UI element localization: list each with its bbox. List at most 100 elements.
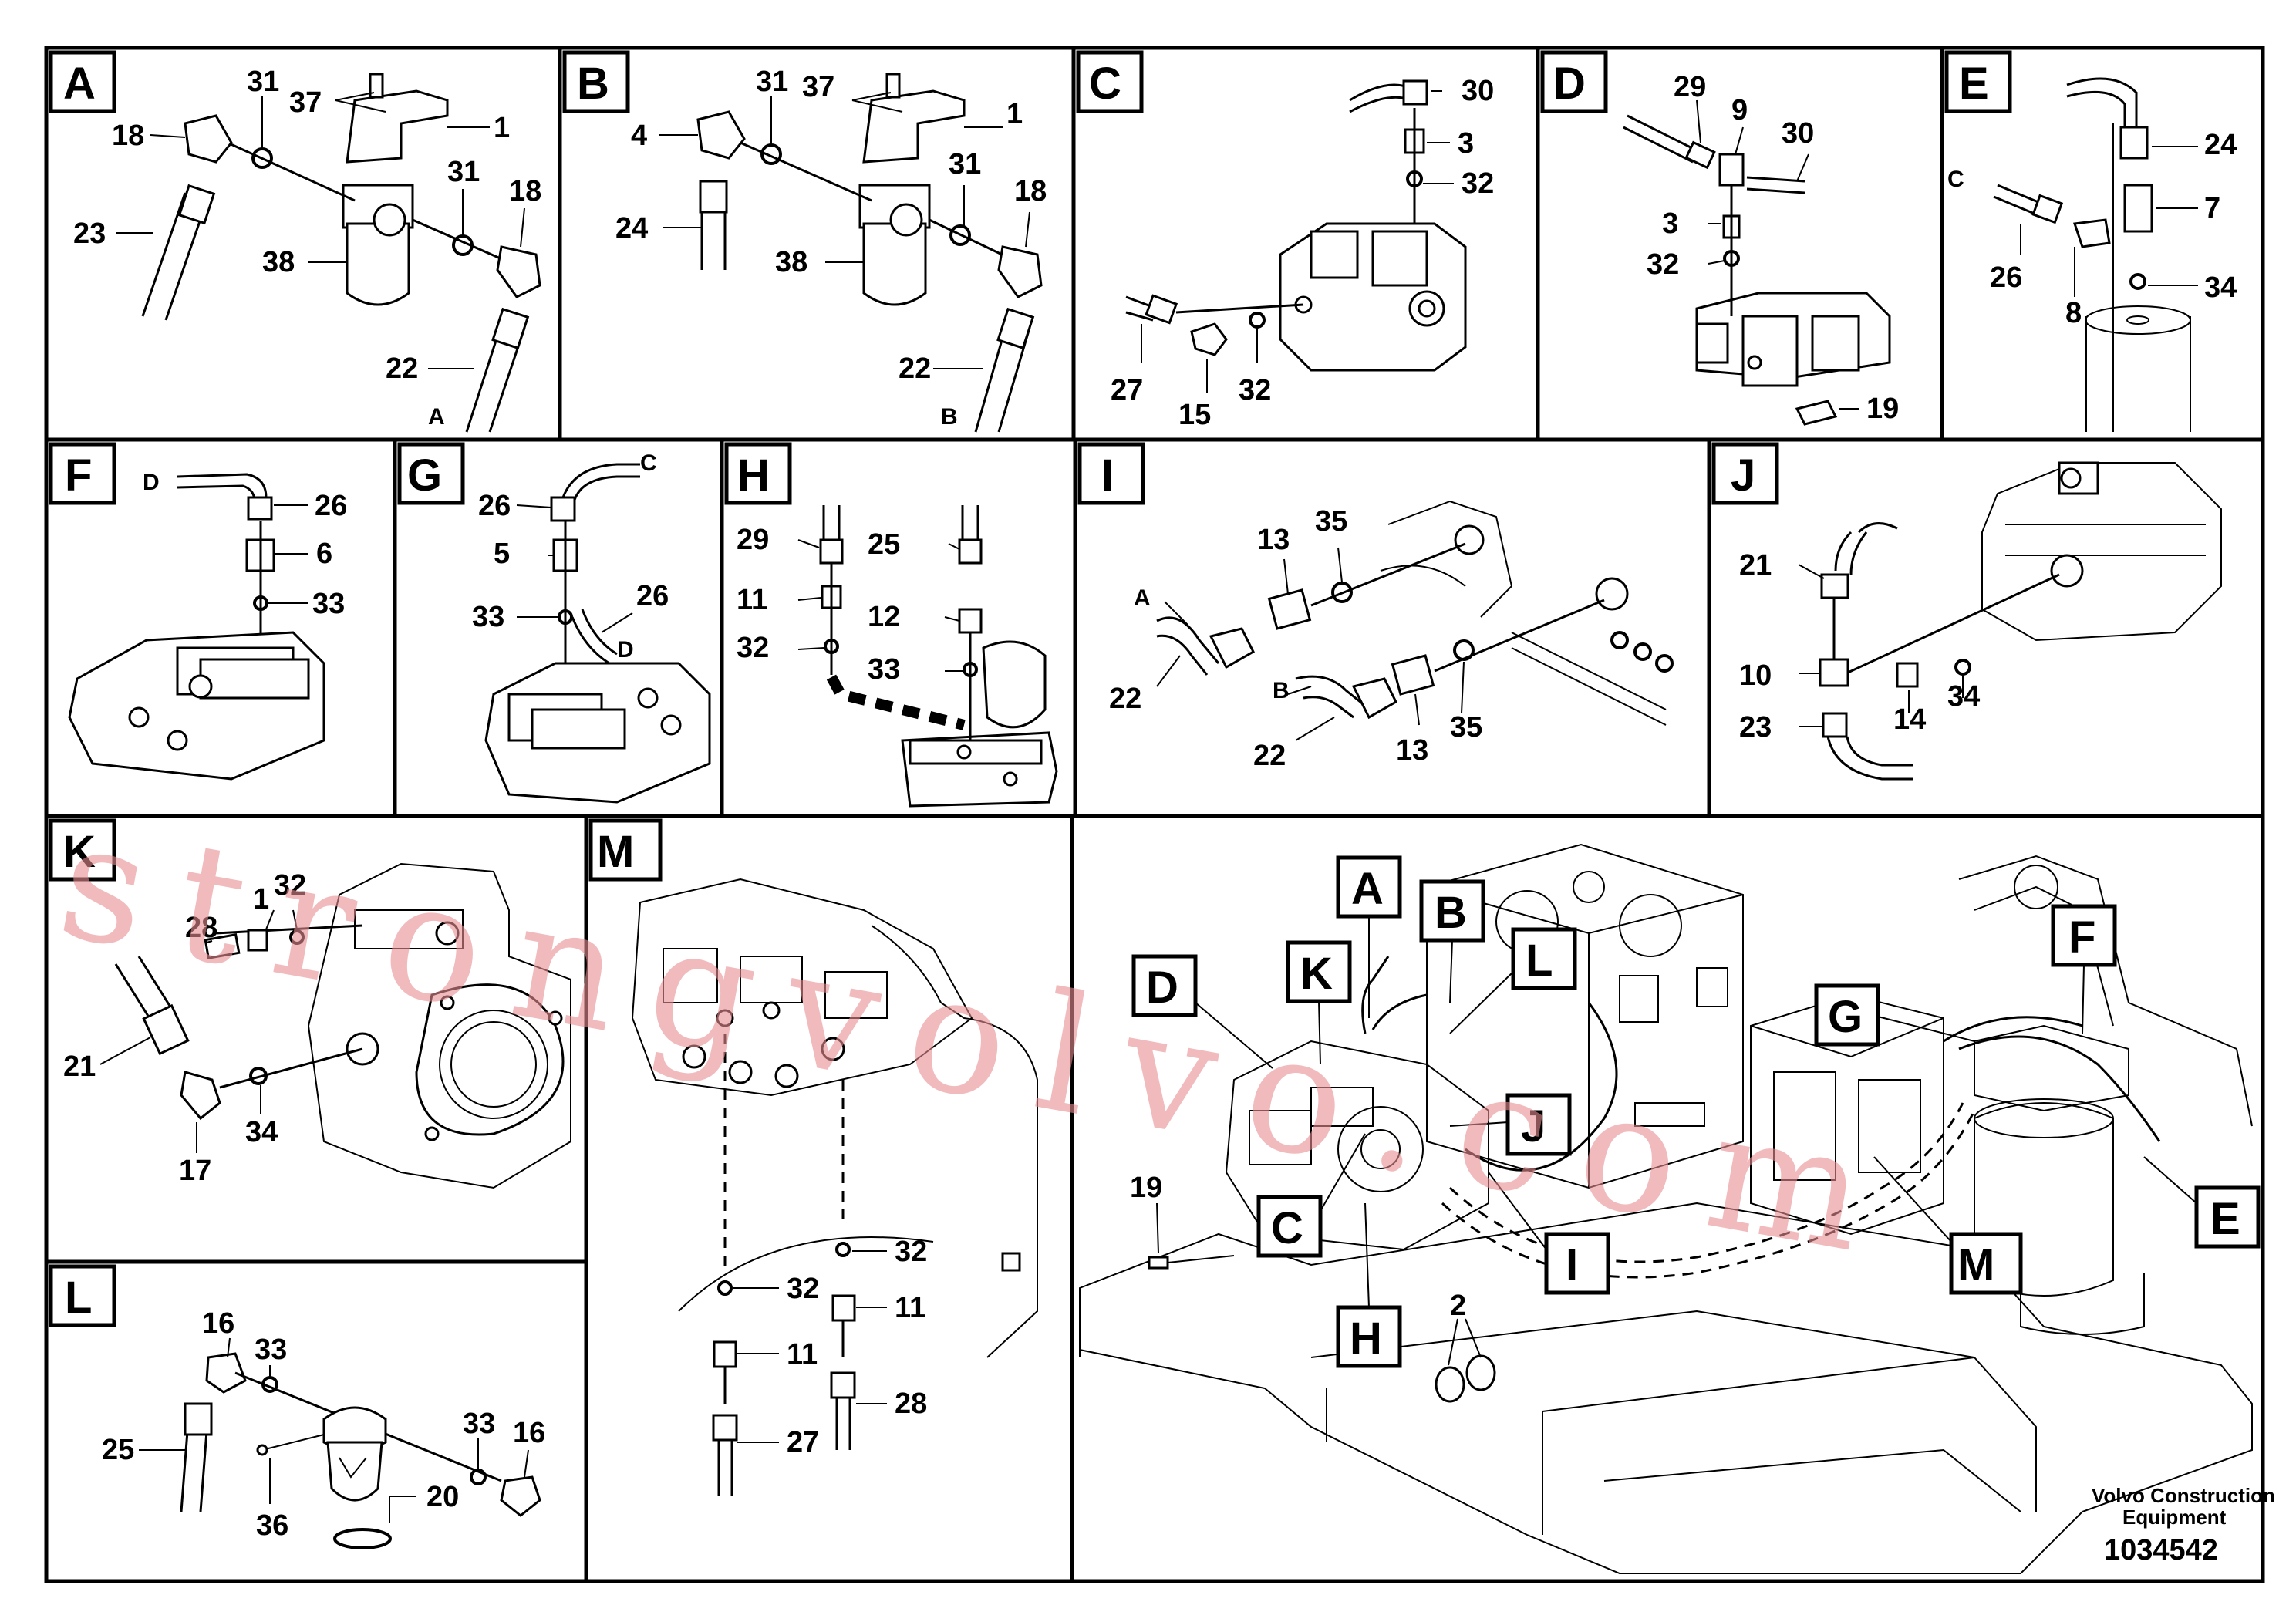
hose-connection-drawing [1156, 500, 1674, 741]
label-35: 35 [1315, 505, 1347, 538]
label-34: 34 [1947, 680, 1980, 713]
label-34: 34 [245, 1116, 278, 1148]
label-d: D [143, 470, 160, 495]
label-c: C [640, 450, 657, 476]
label-31: 31 [756, 66, 788, 98]
svg-text:L: L [1526, 936, 1553, 986]
label-33: 33 [463, 1408, 495, 1440]
label-22: 22 [386, 352, 418, 385]
panel-tag-c: C [1076, 50, 1144, 113]
label-19: 19 [1130, 1172, 1162, 1204]
svg-text:I: I [1566, 1240, 1578, 1290]
panel-e: E 24 C 7 26 8 34 [1944, 50, 2237, 432]
label-35: 35 [1450, 711, 1482, 744]
company-name-line1: Volvo Construction [2092, 1484, 2275, 1507]
svg-text:C: C [1089, 59, 1121, 109]
label-31: 31 [247, 66, 279, 98]
svg-text:K: K [63, 827, 96, 877]
label-26: 26 [315, 490, 347, 522]
panel-m: M [588, 818, 1038, 1496]
panel-i: I [1077, 442, 1674, 772]
panel-tag-l: L [49, 1264, 116, 1327]
label-22: 22 [1253, 740, 1286, 772]
label-d: D [617, 637, 634, 663]
label-26: 26 [478, 490, 511, 522]
svg-text:E: E [1959, 59, 1989, 109]
panel-h: H 29 25 [724, 442, 1058, 808]
filter-assembly-drawing [116, 73, 541, 433]
svg-text:D: D [1146, 963, 1178, 1013]
label-32: 32 [895, 1236, 927, 1268]
panel-tag-f: F [49, 442, 116, 505]
label-3: 3 [1662, 207, 1678, 240]
label-32: 32 [274, 869, 306, 902]
label-14: 14 [1893, 703, 1926, 736]
label-25: 25 [102, 1434, 134, 1466]
label-19: 19 [1866, 393, 1899, 425]
overview-callout-a: A [1336, 855, 1402, 1018]
label-12: 12 [868, 601, 900, 633]
label-18: 18 [1014, 175, 1047, 207]
overview-callout-k: K [1286, 940, 1352, 1065]
label-15: 15 [1178, 399, 1211, 431]
svg-text:H: H [737, 450, 770, 501]
panel-tag-e: E [1944, 50, 2012, 113]
label-36: 36 [256, 1509, 288, 1542]
label-20: 20 [426, 1481, 459, 1513]
svg-text:F: F [65, 450, 92, 501]
label-3: 3 [1458, 127, 1474, 160]
label-7: 7 [2204, 192, 2220, 224]
panel-tag-d: D [1540, 50, 1608, 113]
document-number: 1034542 [2104, 1534, 2218, 1566]
panel-k: K [49, 818, 571, 1189]
overview-callout-e: E [2143, 1156, 2261, 1249]
label-2: 2 [1450, 1290, 1466, 1322]
label-32: 32 [1647, 248, 1679, 281]
pump-valve-drawing [1125, 79, 1467, 393]
svg-text:A: A [63, 59, 96, 109]
label-18: 18 [509, 175, 541, 207]
label-38: 38 [775, 246, 807, 278]
svg-text:M: M [597, 827, 634, 877]
label-33: 33 [472, 601, 504, 633]
label-27: 27 [787, 1426, 819, 1458]
footer-block: Volvo Construction Equipment 1034542 [2092, 1484, 2275, 1566]
overview-callout-c: C [1256, 1133, 1366, 1258]
label-1: 1 [1006, 98, 1023, 130]
svg-text:B: B [1435, 888, 1467, 938]
return-filter-drawing [139, 1337, 541, 1549]
svg-text:G: G [407, 450, 442, 501]
company-name-line2: Equipment [2122, 1506, 2227, 1529]
label-31: 31 [447, 156, 480, 188]
main-pump-drawing [99, 862, 571, 1189]
panel-c: C 30 3 [1076, 50, 1494, 431]
accumulator-drawing [797, 505, 1058, 808]
label-33: 33 [255, 1334, 287, 1366]
label-30: 30 [1462, 75, 1494, 107]
swivel-valve-drawing [68, 473, 325, 781]
panel-tag-h: H [724, 442, 792, 505]
panel-f: F D 26 6 33 [49, 442, 347, 781]
label-b: B [941, 404, 958, 430]
label-23: 23 [1739, 711, 1772, 744]
overview-callouts: A B D K L [1131, 855, 2261, 1368]
label-5: 5 [494, 538, 510, 570]
label-25: 25 [868, 528, 900, 561]
label-16: 16 [202, 1307, 234, 1340]
swivel-valve-drawing [484, 463, 711, 804]
label-a: A [428, 404, 445, 430]
label-32: 32 [1239, 374, 1271, 406]
label-26: 26 [636, 580, 669, 612]
machine-overview: A B D K L [1079, 843, 2275, 1574]
label-27: 27 [1111, 374, 1143, 406]
filter-assembly-drawing [659, 73, 1043, 433]
label-21: 21 [1739, 549, 1772, 582]
panel-d: D 29 9 30 3 32 [1540, 50, 1899, 426]
svg-text:K: K [1300, 949, 1333, 999]
control-valve-drawing [631, 878, 1038, 1496]
overview-callout-d: D [1131, 954, 1273, 1069]
panel-tag-j: J [1711, 442, 1779, 505]
label-11: 11 [737, 584, 767, 616]
svg-text:H: H [1350, 1313, 1382, 1364]
svg-text:I: I [1101, 450, 1114, 501]
